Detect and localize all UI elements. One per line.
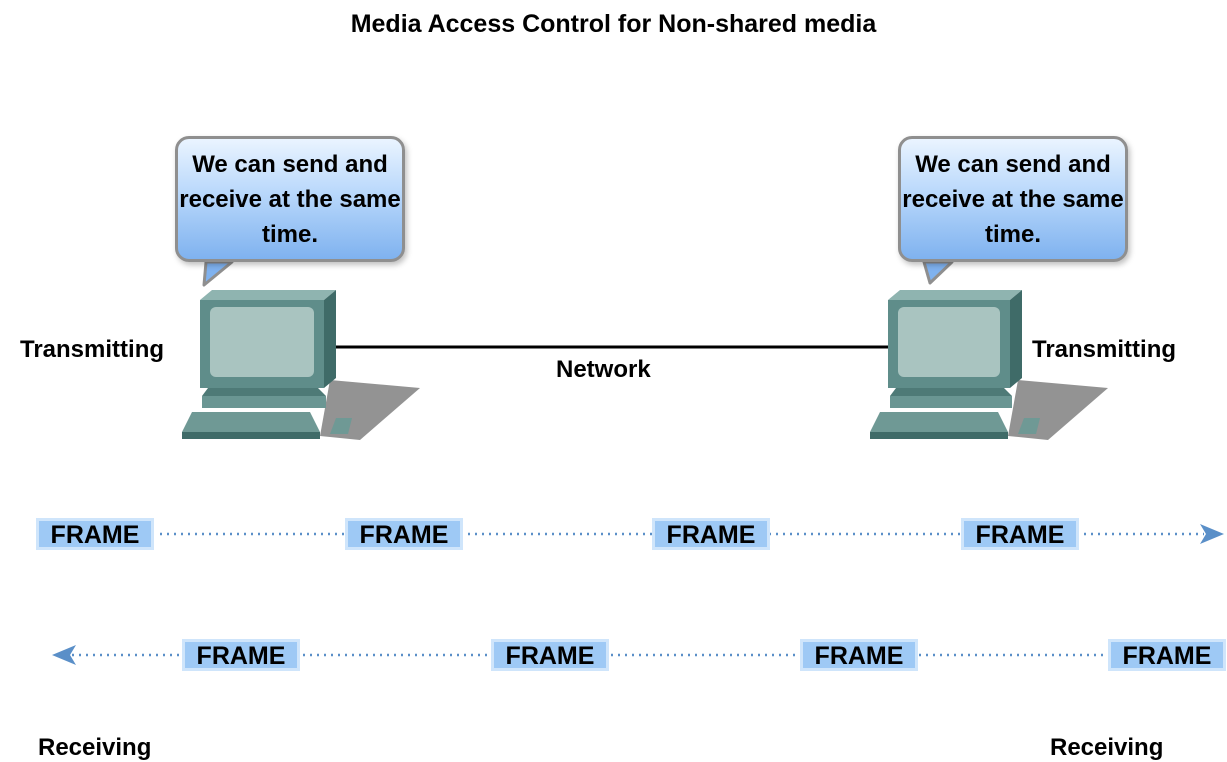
arrow-left-icon — [52, 645, 76, 665]
left-computer-icon — [182, 290, 420, 440]
bottom-frame-1: FRAME — [182, 639, 300, 671]
right-bubble-tail — [922, 260, 954, 285]
network-label: Network — [556, 356, 651, 383]
top-frame-4: FRAME — [961, 518, 1079, 550]
top-frame-2: FRAME — [345, 518, 463, 550]
left-transmitting-label: Transmitting — [20, 336, 165, 363]
arrow-right-icon — [1200, 524, 1224, 544]
left-receiving-label: Receiving — [38, 734, 152, 761]
diagram-title: Media Access Control for Non-shared medi… — [350, 10, 877, 38]
top-frame-1: FRAME — [36, 518, 154, 550]
bottom-frame-2: FRAME — [491, 639, 609, 671]
right-computer-icon — [870, 290, 1108, 440]
right-speech-bubble: We can send and receive at the same time… — [898, 136, 1128, 262]
top-frame-3: FRAME — [652, 518, 770, 550]
right-transmitting-label: Transmitting — [1032, 336, 1177, 363]
left-speech-bubble: We can send and receive at the same time… — [175, 136, 405, 262]
right-receiving-label: Receiving — [1050, 734, 1164, 761]
bottom-frame-4: FRAME — [1108, 639, 1226, 671]
bottom-frame-3: FRAME — [800, 639, 918, 671]
left-bubble-tail — [202, 260, 234, 287]
